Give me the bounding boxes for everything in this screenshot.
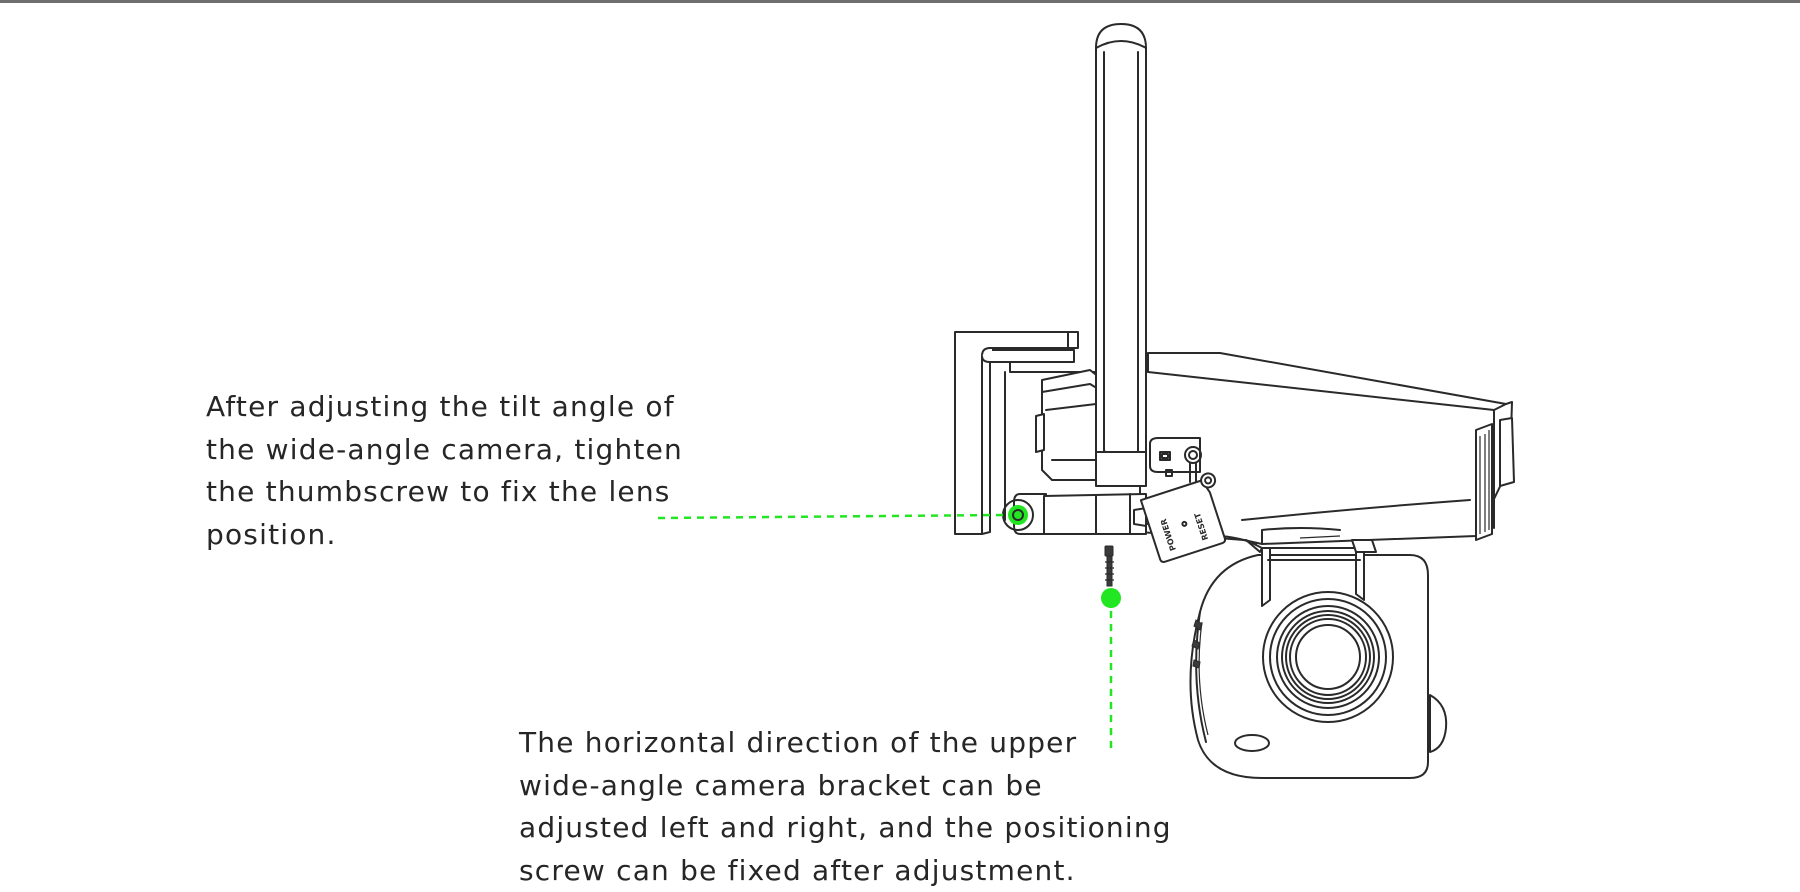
callout-leaders — [657, 513, 1121, 748]
side-control-panel — [1149, 437, 1202, 483]
power-reset-flap: POWER RESET — [1139, 472, 1227, 563]
antenna — [1095, 23, 1147, 487]
horizontal-screw-caption: The horizontal direction of the upper wi… — [519, 726, 1172, 887]
tilt-thumbscrew-caption: After adjusting the tilt angle of the wi… — [206, 390, 683, 551]
ptz-lens — [1262, 591, 1394, 723]
key-icon — [1184, 446, 1202, 464]
positioning-screw-dot — [1101, 588, 1121, 608]
main-housing — [1139, 352, 1515, 553]
ptz-port — [1234, 734, 1270, 752]
positioning-screw — [1104, 545, 1114, 587]
ptz-side-knob — [1429, 694, 1448, 753]
wide-angle-camera-mount — [1035, 369, 1101, 481]
wall-bracket — [954, 331, 1101, 535]
tilt-callout-leader — [657, 513, 1005, 520]
thumbscrew — [1002, 499, 1034, 531]
top-rule — [0, 0, 1800, 3]
thumbscrew-highlight — [1008, 505, 1028, 525]
